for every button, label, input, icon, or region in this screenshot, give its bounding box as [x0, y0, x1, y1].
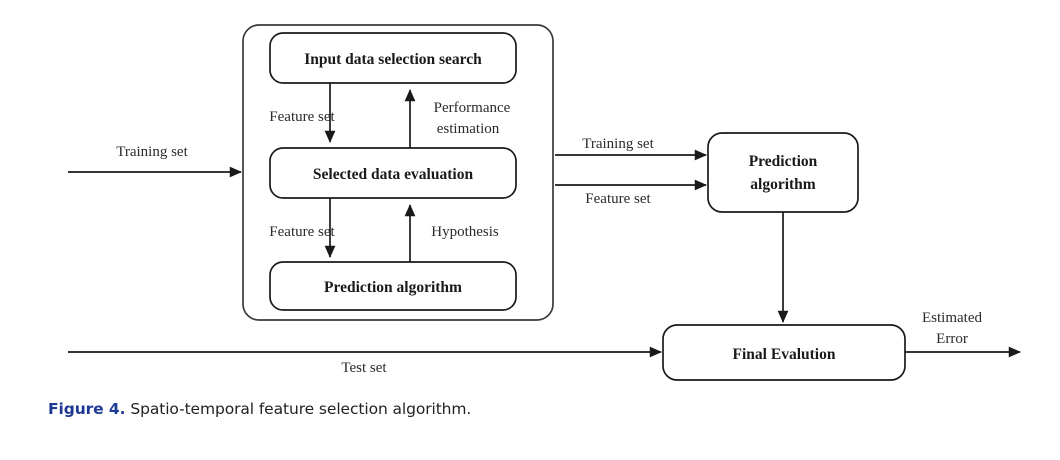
- box-selected-data-evaluation-label: Selected data evaluation: [313, 166, 474, 183]
- label-hypothesis: Hypothesis: [431, 224, 499, 240]
- figure-caption-label: Figure 4.: [48, 400, 126, 418]
- box-prediction-algorithm-right-label-line1: Prediction: [749, 153, 818, 170]
- label-feature-set-right: Feature set: [585, 191, 651, 207]
- label-test-set: Test set: [341, 360, 387, 376]
- box-final-evaluation-label: Final Evalution: [733, 346, 836, 363]
- label-feature-set-bottom: Feature set: [269, 224, 335, 240]
- box-prediction-algorithm-right[interactable]: [707, 132, 859, 213]
- label-training-set-right: Training set: [582, 136, 654, 152]
- box-prediction-algorithm-right-label-line2: algorithm: [750, 176, 816, 193]
- box-prediction-algorithm-inner-label: Prediction algorithm: [324, 279, 462, 296]
- box-input-data-selection-search-label: Input data selection search: [304, 51, 482, 68]
- figure-caption-text: Spatio-temporal feature selection algori…: [130, 400, 472, 418]
- label-estimated-error-line1: Estimated: [922, 310, 982, 326]
- box-input-data-selection-search[interactable]: [269, 32, 517, 84]
- label-performance-estimation-line1: Performance: [434, 100, 511, 116]
- figure-caption: Figure 4.Spatio-temporal feature selecti…: [48, 400, 1008, 418]
- label-feature-set-top: Feature set: [269, 109, 335, 125]
- label-estimated-error-line2: Error: [936, 331, 968, 347]
- box-prediction-algorithm-inner[interactable]: [269, 261, 517, 311]
- box-selected-data-evaluation[interactable]: [269, 147, 517, 199]
- label-training-set-input: Training set: [116, 144, 188, 160]
- label-performance-estimation-line2: estimation: [437, 121, 500, 137]
